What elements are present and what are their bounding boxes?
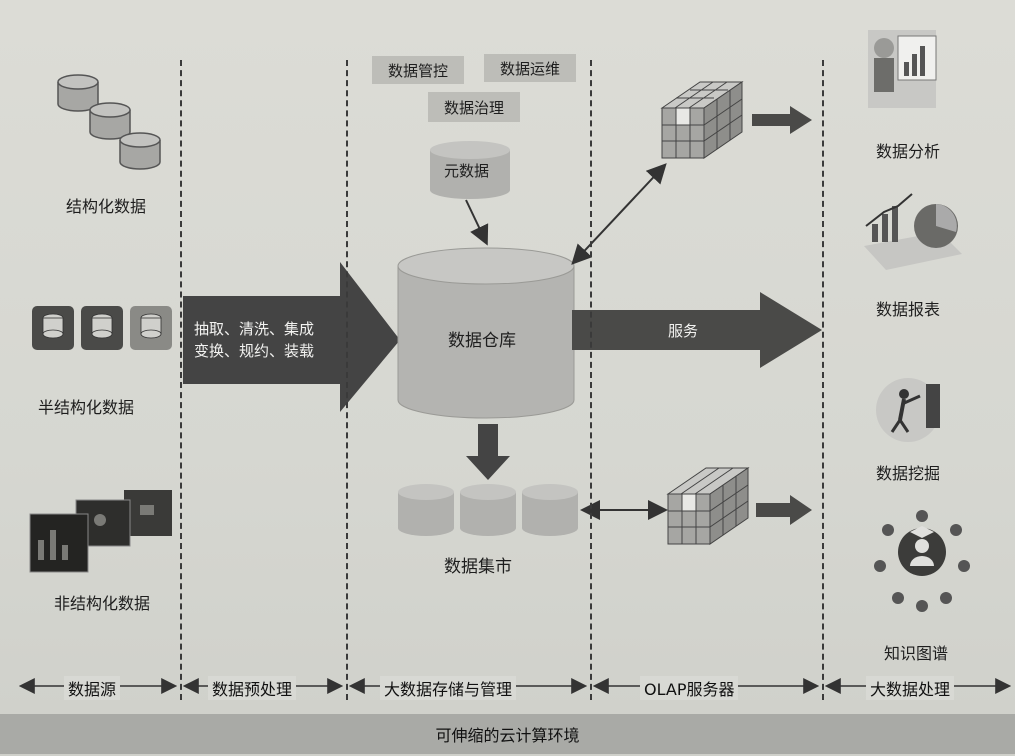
data-mining-icon [876,378,940,442]
data-analysis-label: 数据分析 [876,142,941,161]
structured-data-label: 结构化数据 [66,197,147,216]
service-arrow [572,292,822,368]
unstructured-data-icon [29,490,172,573]
metadata-label: 元数据 [444,162,490,180]
structured-data-icon [57,74,161,170]
stage-olap-server: OLAP服务器 [640,676,739,700]
data-governance-box: 数据治理 [428,92,520,122]
data-mart-cylinders [398,484,578,536]
divider-4 [822,60,824,700]
data-report-icon [864,193,962,270]
data-ops-box: 数据运维 [484,54,576,82]
stage-storage-management: 大数据存储与管理 [380,676,517,700]
divider-1 [180,60,182,700]
data-mining-label: 数据挖掘 [876,464,941,483]
metadata-cylinder [430,141,510,199]
stage-data-source: 数据源 [64,676,121,700]
olap-cube-bottom [666,467,750,545]
etl-label-line2: 变换、规约、装载 [194,342,315,360]
metadata-arrow [465,199,489,246]
divider-2 [346,60,348,700]
unstructured-data-label: 非结构化数据 [54,594,151,613]
data-warehouse-cylinder [397,247,575,419]
stage-preprocess: 数据预处理 [208,676,297,700]
etl-label-line1: 抽取、清洗、集成 [194,320,315,338]
data-warehouse-label: 数据仓库 [448,331,516,351]
semi-structured-data-label: 半结构化数据 [38,398,135,417]
semi-structured-data-icon [32,306,172,350]
cube-to-graph-arrow [756,495,812,525]
cloud-environment-bar: 可伸缩的云计算环境 [0,714,1015,754]
olap-cube-top [660,81,744,159]
cube-to-analysis-arrow [752,106,812,134]
warehouse-to-mart-arrow [466,424,510,480]
knowledge-graph-icon [874,510,970,612]
etl-arrow [183,262,400,412]
warehouse-cube-link [571,163,667,265]
divider-3 [590,60,592,700]
data-analysis-icon [868,30,937,108]
data-report-label: 数据报表 [876,300,941,319]
data-mart-label: 数据集市 [444,557,512,577]
service-label: 服务 [668,322,699,340]
knowledge-graph-label: 知识图谱 [884,644,949,663]
stage-bigdata-processing: 大数据处理 [866,676,955,700]
data-control-box: 数据管控 [372,56,464,84]
